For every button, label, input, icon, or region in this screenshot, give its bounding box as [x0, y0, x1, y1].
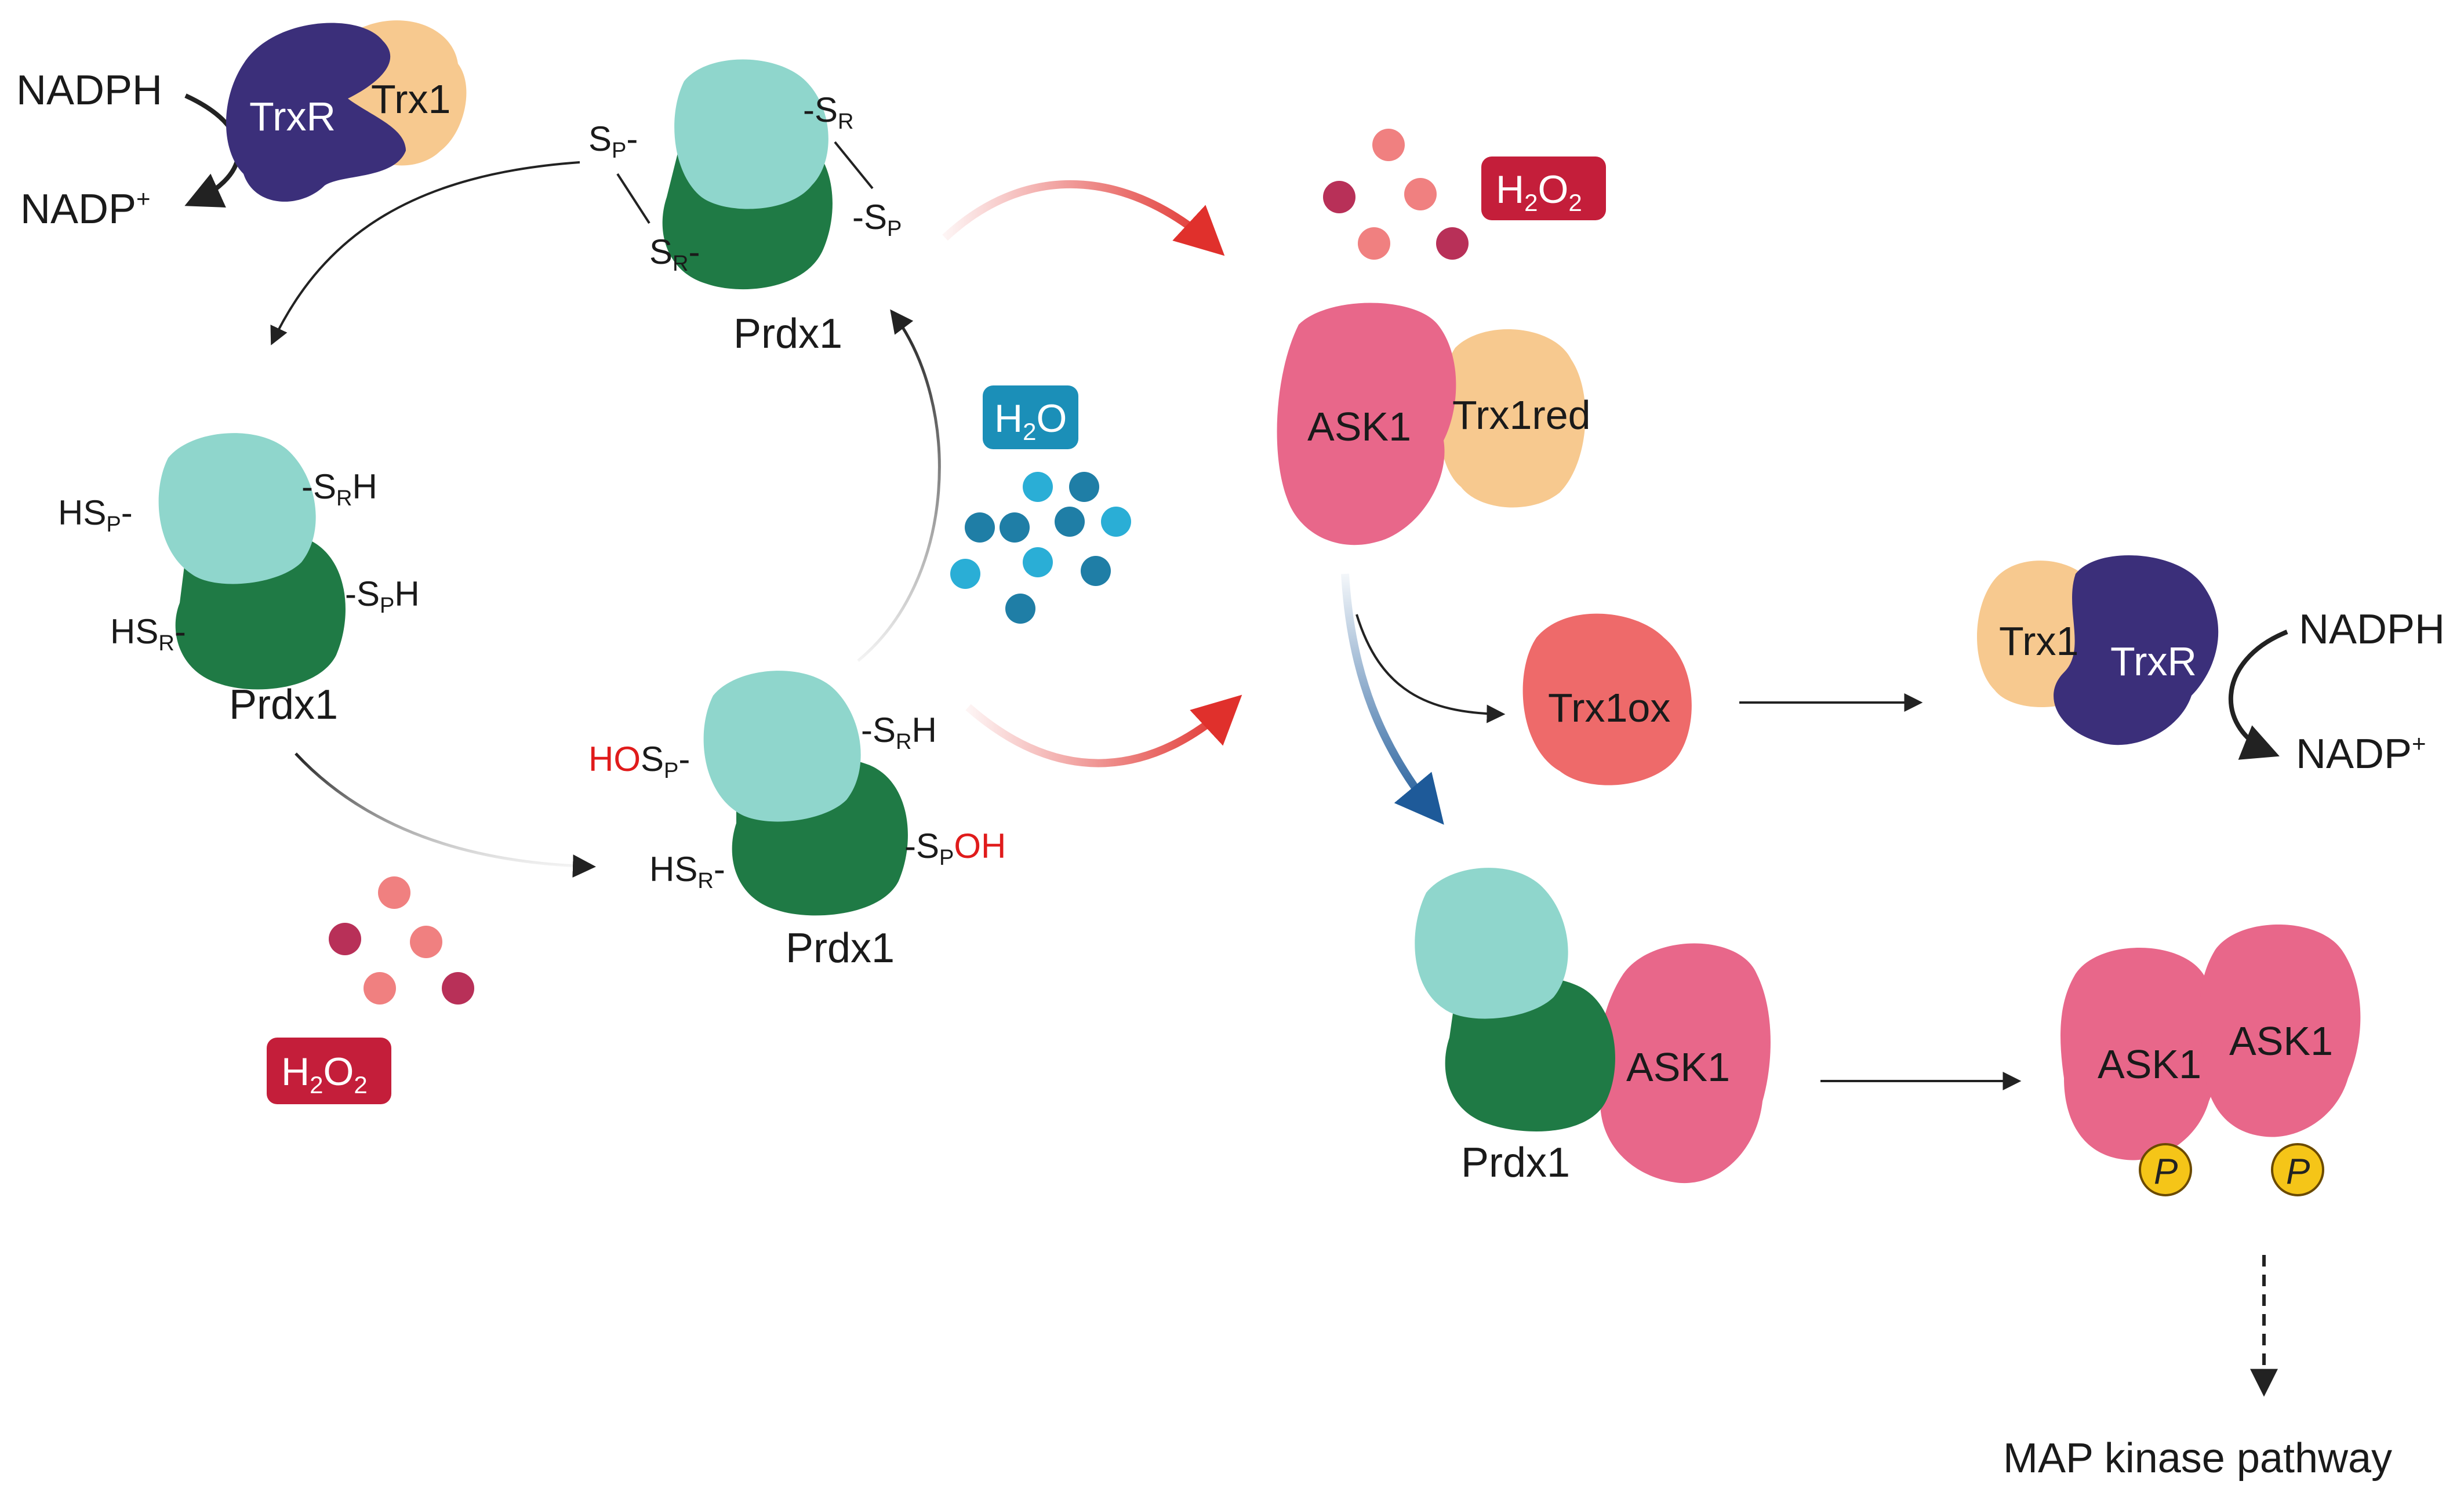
ask1-shape — [1277, 303, 1456, 545]
prdx1-top-light — [674, 59, 828, 209]
h2o2-dot — [442, 972, 474, 1005]
complex-ask1-label: ASK1 — [1626, 1045, 1730, 1090]
phospho-badge-b: P — [2271, 1143, 2324, 1196]
top-left-trx-system: NADPH NADP+ TrxR Trx1 — [16, 20, 467, 232]
trx1ox-label: Trx1ox — [1548, 685, 1670, 730]
h2o-badge: H2O — [983, 385, 1078, 449]
prdx1-top-sr-right: -SR — [803, 90, 853, 134]
ask1-a-shape — [2060, 948, 2222, 1160]
right-nadph-arrow — [2229, 629, 2288, 760]
arrow-left-to-mid — [295, 752, 596, 878]
prdx1-mid-spoh: -SPOH — [904, 827, 1006, 870]
complex-prdx-light — [1415, 868, 1568, 1019]
right-trx1-label: Trx1 — [1999, 618, 2078, 664]
prdx1-left-sph: -SPH — [345, 574, 420, 618]
svg-text:H2O2: H2O2 — [1496, 168, 1582, 216]
prdx1-top-name: Prdx1 — [733, 311, 842, 357]
right-nadph-label: NADPH — [2299, 606, 2445, 653]
arrow-top-to-left — [270, 161, 580, 345]
prdx1-mid-srh: -SRH — [861, 711, 937, 754]
right-nadp-label: NADP+ — [2296, 730, 2426, 777]
arrow-to-trx1ox — [1355, 614, 1506, 723]
trxr-label: TrxR — [249, 94, 336, 139]
ask1-trx1red-complex: ASK1 Trx1red — [1277, 303, 1591, 545]
prdx1-left-srh: -SRH — [301, 467, 377, 511]
right-trxr-shape — [2054, 555, 2219, 745]
trx1red-shape — [1438, 329, 1586, 508]
prdx1-mid-hosp: HOSP- — [588, 740, 690, 783]
h2o2-dot — [378, 876, 410, 909]
trx1red-label: Trx1red — [1452, 392, 1591, 438]
prdx1-left-name: Prdx1 — [229, 682, 338, 728]
ask1-label: ASK1 — [1307, 404, 1411, 449]
red-arrow-top — [942, 180, 1225, 256]
red-arrow-bottom — [965, 694, 1242, 767]
h2o2-dot — [329, 923, 361, 955]
h2o2-molecules-left — [329, 876, 474, 1005]
h2o2-dot — [364, 972, 396, 1005]
trx1-label: Trx1 — [371, 77, 450, 122]
nadp-label: NADP+ — [20, 185, 151, 232]
trx1ox: Trx1ox — [1522, 613, 1692, 785]
complex-ask1-shape — [1598, 943, 1771, 1184]
trx1ox-shape — [1522, 613, 1692, 785]
prdx1-mid-hsr: HSR- — [649, 850, 725, 893]
prdx1-left: HSP- HSR- -SRH -SPH Prdx1 — [58, 433, 420, 728]
arrow-mid-to-top — [857, 309, 941, 662]
prdx1-top-sp-left: SP- — [588, 119, 638, 163]
phospho-label: P — [2286, 1152, 2310, 1192]
h2o2-badge-left: H2O2 — [267, 1038, 391, 1104]
prdx1-left-hsp: HSP- — [58, 493, 133, 537]
prdx1-mid-name: Prdx1 — [786, 925, 895, 971]
prdx1-top-sp-right: -SP — [852, 198, 902, 241]
nadph-label: NADPH — [16, 67, 162, 114]
disulfide-left — [616, 173, 650, 224]
svg-text:H2O2: H2O2 — [281, 1050, 368, 1098]
prdx1-mid-light — [703, 671, 861, 822]
h2o2-dot — [410, 926, 442, 958]
prdx1-top: SP- SR- -SR -SP Prdx1 — [588, 59, 902, 357]
prdx1-top-sr-left: SR- — [649, 232, 700, 276]
ask1-dimer: ASK1 ASK1 P P — [2060, 925, 2361, 1196]
prdx1-left-hsr: HSR- — [110, 612, 186, 656]
prdx1-left-light — [158, 433, 316, 584]
right-trxr-label: TrxR — [2110, 639, 2197, 684]
complex-prdx1-label: Prdx1 — [1461, 1140, 1570, 1186]
ask1-b-label: ASK1 — [2229, 1018, 2333, 1064]
map-kinase-label: MAP kinase pathway — [2003, 1435, 2392, 1482]
phospho-label: P — [2154, 1152, 2178, 1192]
svg-text:H2O: H2O — [994, 396, 1067, 445]
disulfide-right — [834, 141, 874, 190]
prdx1-mid: HOSP- HSR- -SRH -SPOH Prdx1 — [588, 671, 1006, 971]
right-trx-system: Trx1 TrxR NADPH NADP+ — [1977, 555, 2445, 777]
h2o-molecules — [950, 472, 1131, 624]
prdx1-ask1-complex: ASK1 Prdx1 — [1415, 868, 1771, 1186]
ask1-b-shape — [2200, 925, 2361, 1137]
ask1-a-label: ASK1 — [2098, 1042, 2201, 1087]
h2o2-badge-right: H2O2 — [1481, 157, 1606, 220]
blue-arrow — [1341, 573, 1444, 825]
trxr-shape — [226, 23, 406, 202]
phospho-badge-a: P — [2139, 1143, 2192, 1196]
h2o2-molecules-right — [1323, 129, 1469, 260]
